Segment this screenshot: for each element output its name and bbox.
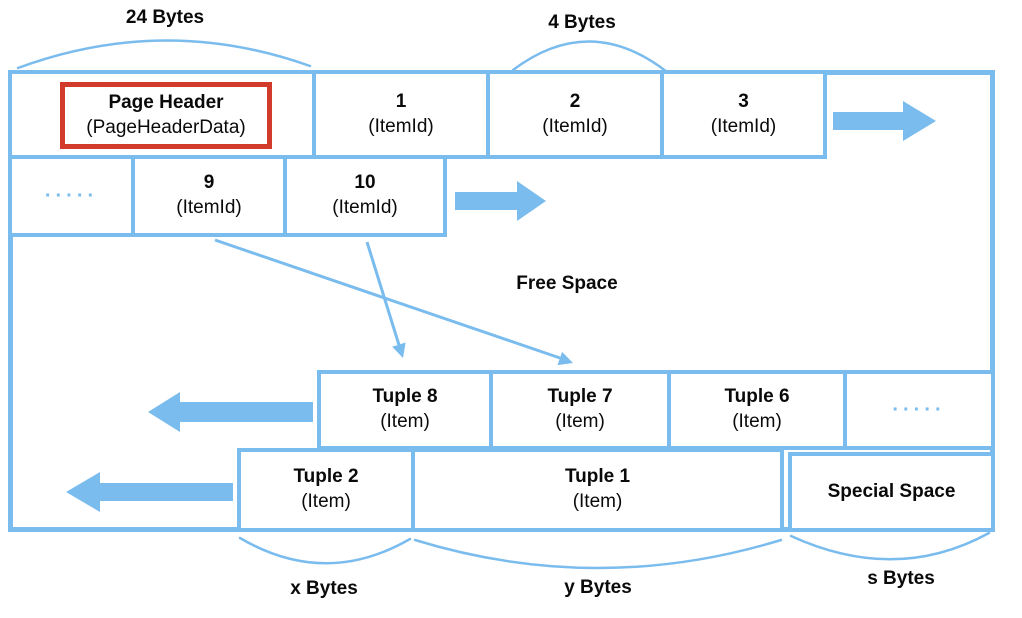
label-24-bytes: 24 Bytes	[125, 7, 205, 28]
tuple-6-cell: Tuple 6 (Item)	[667, 370, 847, 450]
tuple-ellipsis-cell: ·····	[843, 370, 995, 450]
page-header-highlight-box: Page Header (PageHeaderData)	[60, 82, 272, 149]
special-space-cell: Special Space	[788, 452, 995, 532]
ellipsis-dots: ·····	[44, 185, 99, 207]
brace-y-bytes	[413, 538, 783, 570]
label-s-bytes: s Bytes	[867, 568, 935, 589]
itemid-2-number: 2	[569, 90, 581, 112]
brace-s-bytes	[789, 531, 991, 561]
itemid-9-type: (ItemId)	[176, 197, 242, 218]
itemid-10-number: 10	[354, 172, 376, 194]
label-x-bytes: x Bytes	[290, 578, 358, 599]
page-header-subtitle: (PageHeaderData)	[86, 116, 246, 138]
itemid-2-cell: 2 (ItemId)	[486, 70, 664, 159]
itemid-9-cell: 9 (ItemId)	[131, 155, 287, 237]
tuple-6-type: (Item)	[732, 411, 782, 432]
brace-4-bytes	[511, 40, 669, 74]
tuple-7-cell: Tuple 7 (Item)	[489, 370, 671, 450]
brace-x-bytes	[238, 536, 412, 565]
itemid-ellipsis-cell: ·····	[8, 155, 135, 237]
ellipsis-dots: ·····	[892, 399, 946, 421]
tuple-2-name: Tuple 2	[293, 466, 359, 488]
page-header-title: Page Header	[108, 91, 224, 113]
label-free-space: Free Space	[516, 273, 618, 294]
tuple-1-cell: Tuple 1 (Item)	[411, 448, 784, 532]
itemid-10-type: (ItemId)	[332, 197, 398, 218]
itemid-3-cell: 3 (ItemId)	[660, 70, 827, 159]
tuple-1-type: (Item)	[572, 491, 623, 512]
itemid-9-number: 9	[203, 172, 215, 194]
special-space-label: Special Space	[827, 480, 956, 502]
tuple-2-cell: Tuple 2 (Item)	[237, 448, 415, 532]
tuple-2-type: (Item)	[301, 491, 351, 512]
itemid-1-number: 1	[395, 90, 407, 112]
tuple-1-name: Tuple 1	[564, 466, 631, 488]
tuple-6-name: Tuple 6	[724, 386, 790, 408]
itemid-3-type: (ItemId)	[710, 115, 777, 137]
itemid-1-type: (ItemId)	[368, 115, 434, 137]
tuple-8-cell: Tuple 8 (Item)	[317, 370, 493, 450]
label-4-bytes: 4 Bytes	[548, 12, 616, 33]
itemid-10-cell: 10 (ItemId)	[283, 155, 447, 237]
tuple-8-type: (Item)	[380, 411, 430, 432]
tuple-7-name: Tuple 7	[547, 386, 613, 408]
tuple-8-name: Tuple 8	[372, 386, 438, 408]
tuple-7-type: (Item)	[555, 411, 605, 432]
itemid-2-type: (ItemId)	[542, 115, 608, 137]
itemid-1-cell: 1 (ItemId)	[312, 70, 490, 159]
itemid-3-number: 3	[738, 90, 749, 112]
brace-24-bytes	[16, 39, 312, 70]
label-y-bytes: y Bytes	[564, 577, 632, 598]
